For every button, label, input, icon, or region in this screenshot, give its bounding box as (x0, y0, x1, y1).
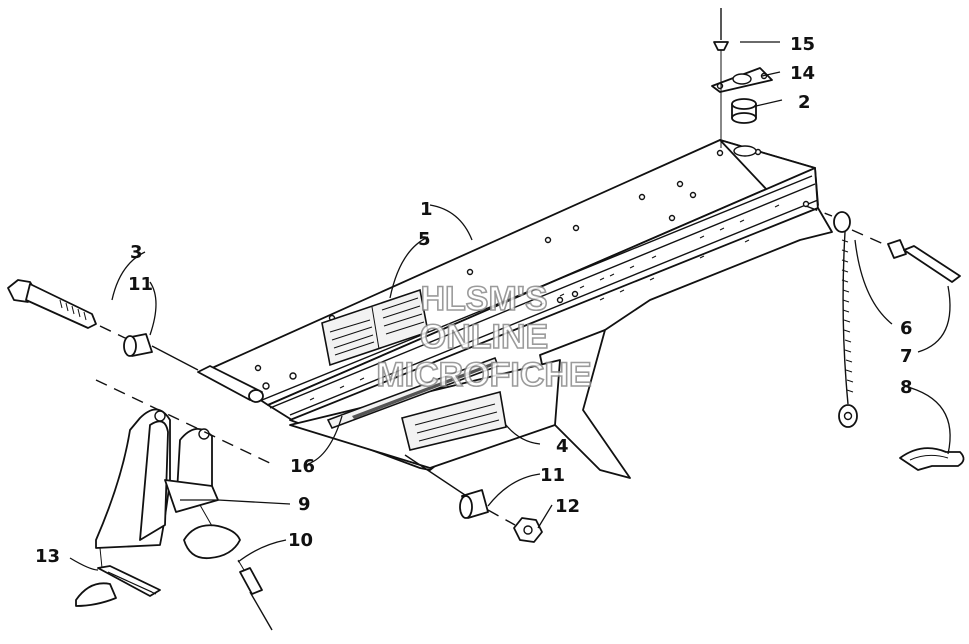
callout-4: 4 (556, 436, 569, 457)
bolt-part-3 (7, 279, 126, 339)
callout-9: 9 (298, 494, 311, 515)
callout-12: 12 (555, 496, 580, 517)
callout-2: 2 (798, 92, 811, 113)
callout-3: 3 (130, 242, 143, 263)
callout-6: 6 (900, 318, 913, 339)
callout-8: 8 (900, 377, 913, 398)
leader-lines (69, 41, 951, 571)
clip-part-8 (899, 447, 965, 471)
callout-16: 16 (290, 456, 315, 477)
watermark-line-3: MICROFICHE (376, 356, 591, 394)
plate-part-13 (75, 547, 161, 607)
housing-part-1 (197, 139, 833, 479)
callout-13: 13 (35, 546, 60, 567)
watermark-line-2: ONLINE (420, 318, 548, 356)
grommet-part-2 (720, 50, 757, 148)
bracket-part-9 (95, 379, 277, 549)
bushing-part-11-lower (404, 454, 516, 526)
callout-1: 1 (420, 199, 433, 220)
nut-part-12 (513, 517, 543, 543)
callout-11-upper: 11 (128, 274, 153, 295)
callout-14: 14 (790, 63, 815, 84)
callout-15: 15 (790, 34, 815, 55)
watermark: HLSM'S ONLINE MICROFICHE (376, 279, 593, 395)
rivet-part-15 (713, 8, 729, 51)
callout-7: 7 (900, 346, 913, 367)
callout-10: 10 (288, 530, 313, 551)
callout-labels: 1 2 3 4 5 6 7 8 9 10 11 11 12 13 14 15 1… (35, 34, 913, 567)
watermark-line-1: HLSM'S (420, 280, 547, 318)
rubber-plug (183, 504, 241, 560)
plate-part-14 (711, 67, 773, 93)
callout-5: 5 (418, 229, 431, 250)
pin-part-7 (851, 229, 961, 283)
rivet-part-10 (237, 559, 273, 631)
callout-11-lower: 11 (540, 465, 565, 486)
cable-part-6 (805, 205, 858, 428)
bushing-part-11-upper (123, 333, 199, 371)
